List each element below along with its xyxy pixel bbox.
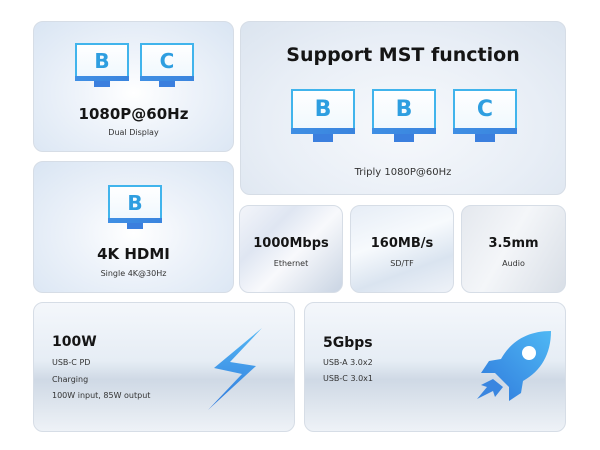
usb-card: 5Gbps USB-A 3.0x2 USB-C 3.0x1 (304, 302, 566, 432)
card-line: USB-A 3.0x2 (323, 358, 373, 367)
monitor-screen: C (140, 43, 194, 76)
monitor-screen: B (291, 89, 355, 128)
charging-card: 100W USB-C PD Charging 100W input, 85W o… (33, 302, 295, 432)
card-subtitle: Single 4K@30Hz (100, 269, 167, 278)
card-subtitle: SD/TF (390, 259, 414, 268)
monitor-screen: C (453, 89, 517, 128)
card-title: 1080P@60Hz (78, 105, 189, 123)
monitor-label: B (395, 97, 413, 122)
card-subtitle: Ethernet (273, 259, 309, 268)
monitor-label: B (127, 190, 143, 215)
monitor-icon: B (291, 89, 355, 145)
sd-card: 160MB/s SD/TF (350, 205, 454, 293)
card-title: 4K HDMI (97, 245, 170, 263)
monitor-label: B (314, 97, 332, 122)
card-subtitle: Audio (502, 259, 525, 268)
mst-card: Support MST function B B C Triply 1080P@… (240, 21, 566, 195)
monitor-screen: B (108, 185, 162, 218)
lightning-bolt-icon (208, 328, 262, 410)
monitor-icon: B (372, 89, 436, 145)
monitor-icon: B (75, 43, 129, 91)
card-line: USB-C 3.0x1 (323, 374, 373, 383)
ethernet-card: 1000Mbps Ethernet (239, 205, 343, 293)
monitor-icon: C (140, 43, 194, 91)
card-subtitle: Triply 1080P@60Hz (354, 167, 452, 178)
card-subtitle: Dual Display (108, 128, 159, 137)
card-line: Charging (52, 375, 89, 384)
monitor-label: C (476, 97, 494, 122)
audio-card: 3.5mm Audio (461, 205, 566, 293)
monitor-icon: B (108, 185, 162, 233)
card-title: 5Gbps (323, 335, 373, 351)
card-line: USB-C PD (52, 358, 91, 367)
monitor-label: C (159, 48, 175, 73)
card-title: 1000Mbps (253, 236, 329, 251)
card-title: Support MST function (286, 44, 520, 66)
card-title: 160MB/s (370, 236, 434, 251)
monitor-screen: B (75, 43, 129, 76)
hdmi-card: B 4K HDMI Single 4K@30Hz (33, 161, 234, 293)
card-line: 100W input, 85W output (52, 391, 151, 400)
monitor-icon: C (453, 89, 517, 145)
monitor-screen: B (372, 89, 436, 128)
card-title: 100W (52, 334, 97, 350)
rocket-icon (477, 331, 551, 401)
monitor-label: B (94, 48, 110, 73)
card-title: 3.5mm (488, 236, 539, 251)
dual-display-card: B C 1080P@60Hz Dual Display (33, 21, 234, 152)
